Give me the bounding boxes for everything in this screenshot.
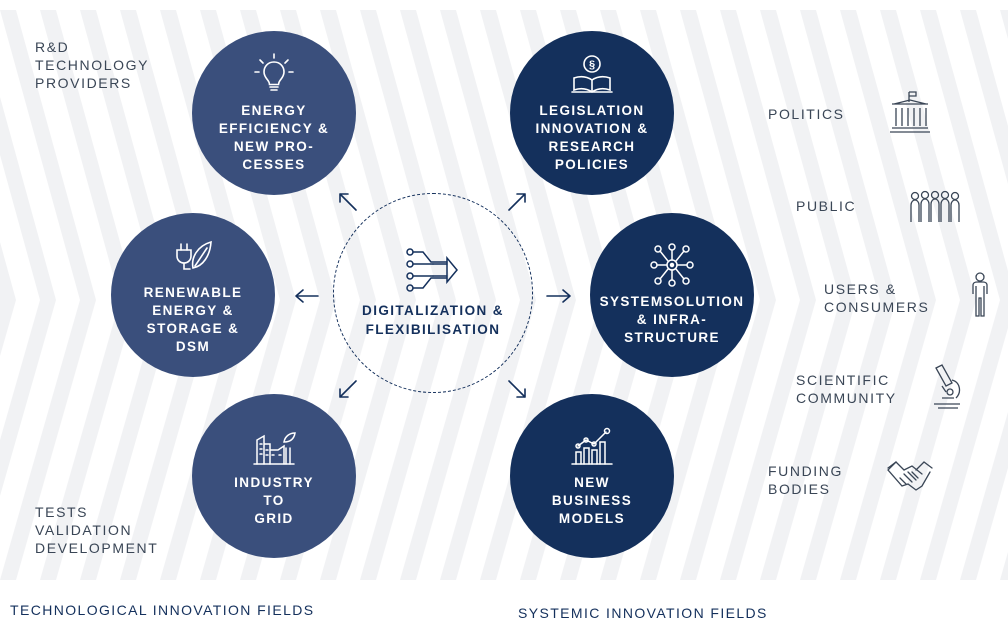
lightbulb-icon [254, 53, 294, 91]
background-chevron-stripe [840, 10, 936, 580]
background-chevron-stripe [80, 10, 176, 580]
legislation-circle: § LEGISLATION INNOVATION & RESEARCH POLI… [510, 31, 674, 195]
field-label-line: CESSES [242, 157, 306, 172]
field-label-line: STORAGE & [146, 321, 240, 336]
industry-to-grid-circle: INDUSTRY TO GRID [192, 394, 356, 558]
field-label-line: BUSINESS [551, 493, 633, 508]
energy-efficiency-circle: ENERGY EFFICIENCY & NEW PRO- CESSES [192, 31, 356, 195]
public-label: PUBLIC [796, 198, 857, 214]
background-chevron-stripe [880, 10, 976, 580]
background-chevron-stripe [640, 10, 736, 580]
crowd-icon [910, 190, 960, 222]
field-label-line: RENEWABLE [143, 285, 243, 300]
field-label-line: & INFRA- [636, 312, 708, 327]
field-label-line: ENERGY [241, 103, 307, 118]
systemic-innovation-fields-label: SYSTEMIC INNOVATION FIELDS [518, 605, 768, 621]
factory-icon [253, 432, 296, 465]
background-chevron-stripe [120, 10, 216, 580]
network-icon [650, 243, 694, 287]
field-label-line: EFFICIENCY & [218, 121, 330, 136]
field-label-line: POLICIES [554, 157, 630, 172]
background-chevron-stripe [720, 10, 816, 580]
background-chevron-stripe [40, 10, 136, 580]
renewable-energy-circle: RENEWABLE ENERGY & STORAGE & DSM [111, 213, 275, 377]
background-chevron-stripe [360, 10, 456, 580]
growth-chart-icon [571, 427, 613, 465]
new-business-models-circle: NEW BUSINESS MODELS [510, 394, 674, 558]
parliament-icon [890, 91, 930, 133]
field-label-line: STRUCTURE [624, 330, 720, 345]
field-label-line: INDUSTRY [234, 475, 314, 490]
microscope-icon [934, 364, 961, 409]
handshake-icon [887, 461, 933, 491]
users-consumers-label: USERS & CONSUMERS [824, 281, 930, 315]
background-chevron-stripe [0, 242, 16, 356]
tests-validation-development-label: TESTS VALIDATION DEVELOPMENT [35, 504, 159, 556]
background-chevron-stripe [320, 10, 416, 580]
technological-innovation-fields-label: TECHNOLOGICAL INNOVATION FIELDS [10, 602, 315, 618]
field-label-line: RESEARCH [548, 139, 636, 154]
circuit-arrow-icon [406, 248, 458, 292]
plug-leaf-icon [176, 240, 212, 270]
field-label-line: INNOVATION & [535, 121, 649, 136]
center-label-line: FLEXIBILISATION [365, 322, 501, 337]
background-chevron-stripe [400, 10, 496, 580]
field-label-line: NEW PRO- [233, 139, 315, 154]
background-chevron-stripe [800, 10, 896, 580]
politics-label: POLITICS [768, 106, 845, 122]
field-label-line: TO [263, 493, 285, 508]
field-label-line: LEGISLATION [539, 103, 645, 118]
person-icon [972, 272, 988, 317]
funding-bodies-label: FUNDING BODIES [768, 463, 843, 497]
background-chevron-stripe [760, 10, 856, 580]
systemsolution-circle: SYSTEMSOLUTION & INFRA- STRUCTURE [590, 213, 754, 377]
field-label-line: SYSTEMSOLUTION [599, 294, 745, 309]
background-chevron-stripe [0, 97, 56, 496]
law-book-icon: § [571, 55, 613, 93]
scientific-community-label: SCIENTIFIC COMMUNITY [796, 372, 897, 406]
background-chevron-stripe [680, 10, 776, 580]
field-label-line: DSM [175, 339, 211, 354]
background-chevron-stripe [920, 10, 1008, 580]
field-label-line: MODELS [558, 511, 626, 526]
rd-technology-providers-label: R&D TECHNOLOGY PROVIDERS [35, 39, 150, 91]
background-chevron-stripe [0, 10, 96, 580]
svg-text:§: § [589, 59, 595, 71]
background-chevron-stripe [440, 10, 536, 580]
digitalization-center-circle: DIGITALIZATION & FLEXIBILISATION [333, 193, 533, 393]
center-label-line: DIGITALIZATION & [362, 303, 504, 318]
field-label-line: ENERGY & [152, 303, 234, 318]
field-label-line: NEW [574, 475, 610, 490]
field-label-line: GRID [254, 511, 294, 526]
